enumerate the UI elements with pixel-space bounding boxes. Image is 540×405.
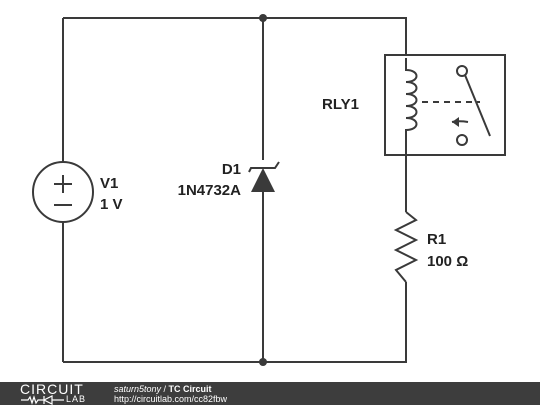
- relay-contact-bottom: [456, 134, 468, 146]
- relay-name: RLY1: [322, 96, 359, 113]
- wires: [62, 17, 407, 363]
- relay-rly1: RLY1: [322, 54, 506, 156]
- relay-box: [384, 54, 506, 156]
- zener-bar: [248, 161, 280, 173]
- title-separator: /: [161, 384, 169, 394]
- resistor-name: R1: [427, 231, 446, 248]
- resistor-r1: R1 100 Ω: [393, 211, 468, 283]
- relay-coil: [405, 58, 418, 145]
- circuit-title[interactable]: TC Circuit: [168, 384, 212, 394]
- voltage-source-v1: V1 1 V: [32, 161, 123, 223]
- circuitlab-logo: CIRCUIT LAB: [20, 382, 96, 405]
- relay-switch-arm: [464, 74, 491, 137]
- zener-diode-d1: D1 1N4732A: [178, 161, 280, 199]
- footer-bar: CIRCUIT LAB saturn5tony / TC Circuit htt…: [0, 382, 540, 405]
- junction-bottom: [259, 358, 267, 366]
- logo-bottom-text: LAB: [66, 394, 87, 404]
- logo-top-text: CIRCUIT: [20, 381, 84, 397]
- author-name[interactable]: saturn5tony: [114, 384, 162, 394]
- wire-top: [63, 17, 407, 55]
- source-name: V1: [100, 175, 118, 192]
- diode-triangle: [251, 168, 275, 192]
- diode-part: 1N4732A: [178, 182, 242, 199]
- diode-name: D1: [222, 161, 241, 178]
- plus-sign: [54, 175, 72, 193]
- wire-bottom: [63, 282, 407, 363]
- relay-contact-top: [456, 65, 468, 77]
- junction-top: [259, 14, 267, 22]
- circuit-schematic: V1 1 V D1 1N4732A RLY1 R1 100 Ω: [32, 14, 506, 366]
- logo-circuit-icon: [21, 395, 64, 405]
- circuit-url[interactable]: http://circuitlab.com/cc82fbw: [114, 394, 228, 404]
- resistor-zigzag: [393, 211, 419, 283]
- relay-arrowhead: [452, 117, 459, 127]
- footer-info: saturn5tony / TC Circuit http://circuitl…: [114, 384, 227, 404]
- source-value: 1 V: [100, 196, 123, 213]
- resistor-value: 100 Ω: [427, 253, 468, 270]
